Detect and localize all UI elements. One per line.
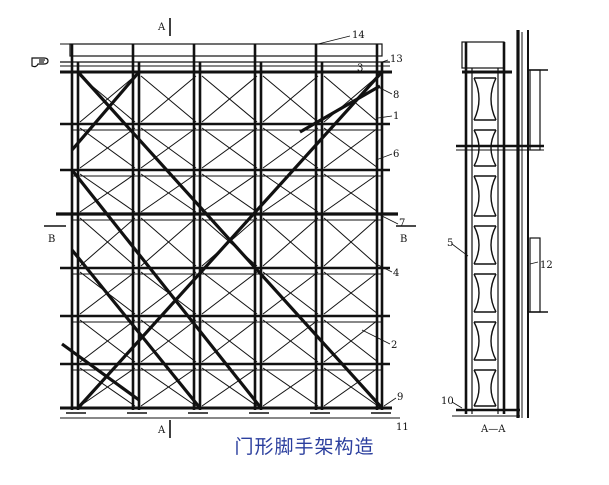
section-mark-b-left: B [48,234,55,245]
callout-10: 10 [441,396,454,407]
callout-8: 8 [393,90,399,101]
side-guard-rail [461,41,505,69]
wall-tie-upper [529,69,541,151]
side-frame-units [473,77,497,407]
callout-3: 3 [357,63,363,74]
callout-5: 5 [447,238,453,249]
callout-7: 7 [399,218,405,229]
cross-braces [79,75,379,407]
hand-pointer-icon [31,57,49,68]
wall-tie-lower [529,237,541,313]
callout-12: 12 [540,260,553,271]
leader-lines [317,35,399,407]
labels: A A B B A—A 14 13 3 8 1 6 7 4 2 9 11 5 1… [48,22,553,436]
front-elevation [44,18,416,438]
callout-13: 13 [390,54,403,65]
callout-9: 9 [397,392,403,403]
section-view-label: A—A [480,424,506,435]
section-arrows [44,18,416,438]
guard-rail-top [69,43,383,57]
callout-6: 6 [393,149,399,160]
figure-caption: 门形脚手架构造 [234,436,375,458]
diagonal-braces [61,70,384,410]
callout-1: 1 [393,111,399,122]
side-section [451,30,548,418]
section-mark-a-top: A [157,22,166,33]
base-plates [60,412,400,419]
section-mark-a-bottom: A [157,425,166,436]
callout-11: 11 [396,422,409,433]
callout-4: 4 [393,268,399,279]
callout-14: 14 [352,30,365,41]
section-mark-b-right: B [400,234,407,245]
callout-2: 2 [391,340,397,351]
frame-secondary-ledgers [72,129,382,371]
frame-posts [70,44,384,410]
